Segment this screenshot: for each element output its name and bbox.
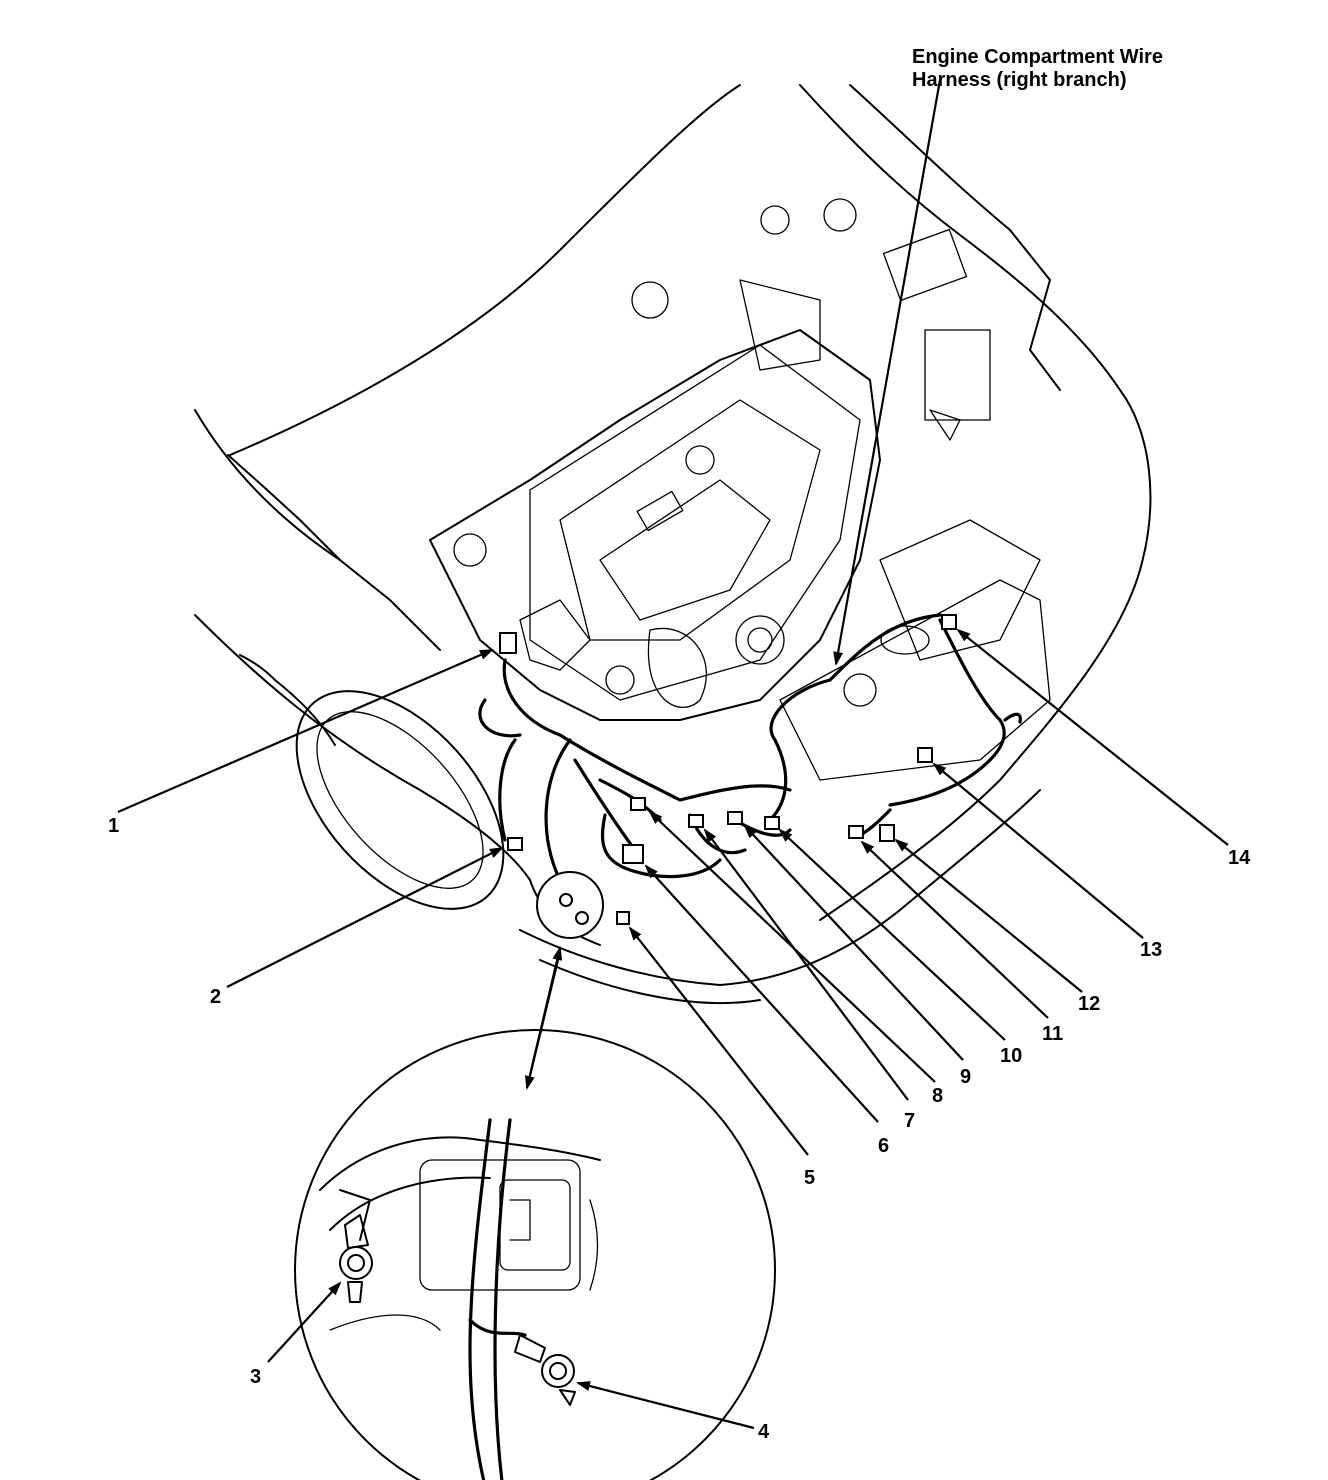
callout-6: 6 [878,1135,889,1157]
leader-10 [778,828,1006,1041]
leader-2 [226,847,504,988]
callout-labels: 1 2 3 4 5 6 7 8 9 10 11 12 13 14 [108,815,1251,1443]
connector-1 [499,632,517,654]
title-line-1: Engine Compartment Wire [912,46,1163,68]
callout-9: 9 [960,1066,971,1088]
leader-title [833,79,942,666]
leader-8 [648,810,936,1083]
connector-12 [879,824,895,842]
connector-11 [848,825,864,839]
harness-title: Engine Compartment Wire Harness (right b… [912,46,1169,91]
connector-10 [764,816,780,830]
callout-13: 13 [1140,939,1162,961]
callout-8: 8 [932,1085,943,1107]
detail-inset [294,1029,776,1480]
title-line-2: Harness (right branch) [912,69,1126,91]
callout-11: 11 [1042,1023,1063,1045]
leader-4 [576,1381,755,1430]
leader-11 [860,840,1049,1019]
leader-6 [644,864,879,1123]
connector-9 [727,811,743,825]
vehicle-body-outline [194,84,1152,1005]
connector-2 [507,837,523,851]
callout-10: 10 [1000,1045,1022,1067]
leader-13 [932,762,1144,939]
connector-14 [941,614,957,630]
callout-2: 2 [210,986,221,1008]
leader-14 [956,628,1229,846]
connector-5 [616,911,630,925]
connectors [499,614,957,925]
leader-7 [703,828,909,1101]
callout-5: 5 [804,1167,815,1189]
leader-9 [743,824,964,1061]
leader-3 [267,1281,342,1363]
leader-12 [894,838,1083,993]
connector-6 [622,844,644,864]
callout-3: 3 [250,1366,261,1388]
leader-1 [117,648,494,814]
connector-7 [688,814,704,828]
callout-4: 4 [758,1421,770,1443]
callout-1: 1 [108,815,119,837]
callout-7: 7 [904,1110,915,1132]
callout-14: 14 [1228,847,1251,869]
engine-block [429,198,1051,781]
leader-lines [117,79,1229,1430]
leader-5 [628,926,809,1156]
connector-13 [917,747,933,763]
inset-arrow-up [528,946,563,1076]
callout-12: 12 [1078,993,1100,1015]
connector-8 [630,797,646,811]
